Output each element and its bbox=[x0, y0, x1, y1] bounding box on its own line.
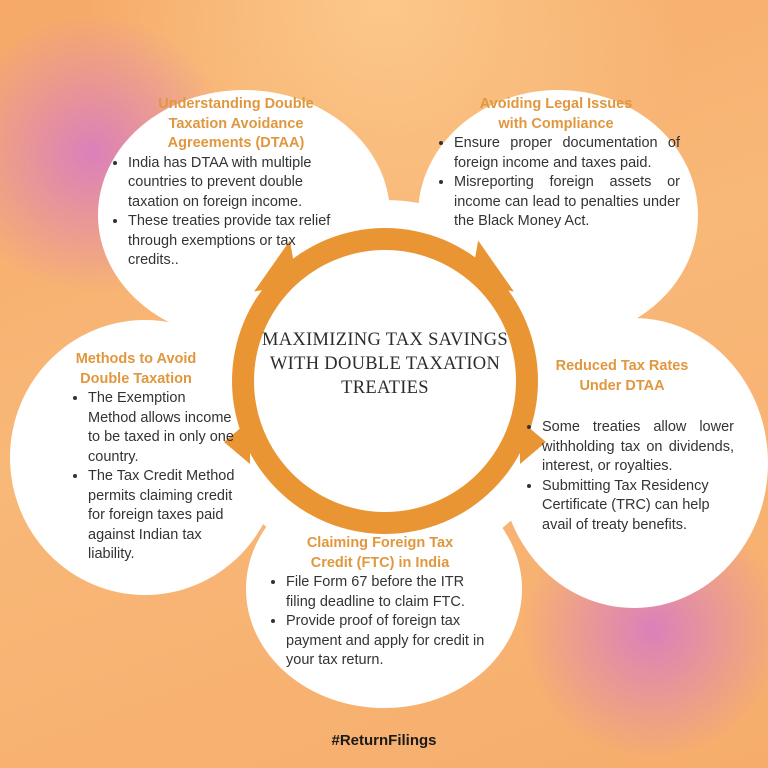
center-title: MAXIMIZING TAX SAVINGS WITH DOUBLE TAXAT… bbox=[262, 330, 508, 398]
section-compliance: Avoiding Legal Issues with Compliance En… bbox=[432, 95, 680, 232]
section-dtaa: Understanding Double Taxation Avoidance … bbox=[106, 95, 336, 271]
bullet-item: India has DTAA with multiple countries t… bbox=[128, 154, 336, 213]
bullet-item: Ensure proper documentation of foreign i… bbox=[454, 134, 680, 173]
bullet-item: Submitting Tax Residency Certificate (TR… bbox=[542, 477, 734, 536]
section-ftc: Claiming Foreign Tax Credit (FTC) in Ind… bbox=[264, 534, 496, 671]
section-heading: Understanding Double Taxation Avoidance … bbox=[158, 96, 314, 151]
section-heading: Reduced Tax Rates Under DTAA bbox=[555, 358, 689, 394]
section-heading: Methods to Avoid Double Taxation bbox=[75, 351, 197, 387]
bullet-item: Provide proof of foreign tax payment and… bbox=[286, 612, 496, 671]
section-heading: Claiming Foreign Tax Credit (FTC) in Ind… bbox=[306, 535, 454, 571]
center-circle bbox=[254, 250, 516, 512]
bullet-item: The Tax Credit Method permits claiming c… bbox=[88, 467, 236, 565]
bullet-item: Misreporting foreign assets or income ca… bbox=[454, 173, 680, 232]
section-methods: Methods to Avoid Double Taxation The Exe… bbox=[66, 350, 236, 565]
bullet-item: Some treaties allow lower withholding ta… bbox=[542, 418, 734, 477]
footer-hashtag: #ReturnFilings bbox=[331, 732, 437, 749]
bullet-item: The Exemption Method allows income to be… bbox=[88, 389, 236, 467]
bullet-item: File Form 67 before the ITR filing deadl… bbox=[286, 573, 496, 612]
section-reduced-rates: Reduced Tax Rates Under DTAA Some treati… bbox=[520, 357, 734, 535]
bullet-item: These treaties provide tax relief throug… bbox=[128, 212, 336, 271]
section-heading: Avoiding Legal Issues with Compliance bbox=[479, 96, 633, 132]
